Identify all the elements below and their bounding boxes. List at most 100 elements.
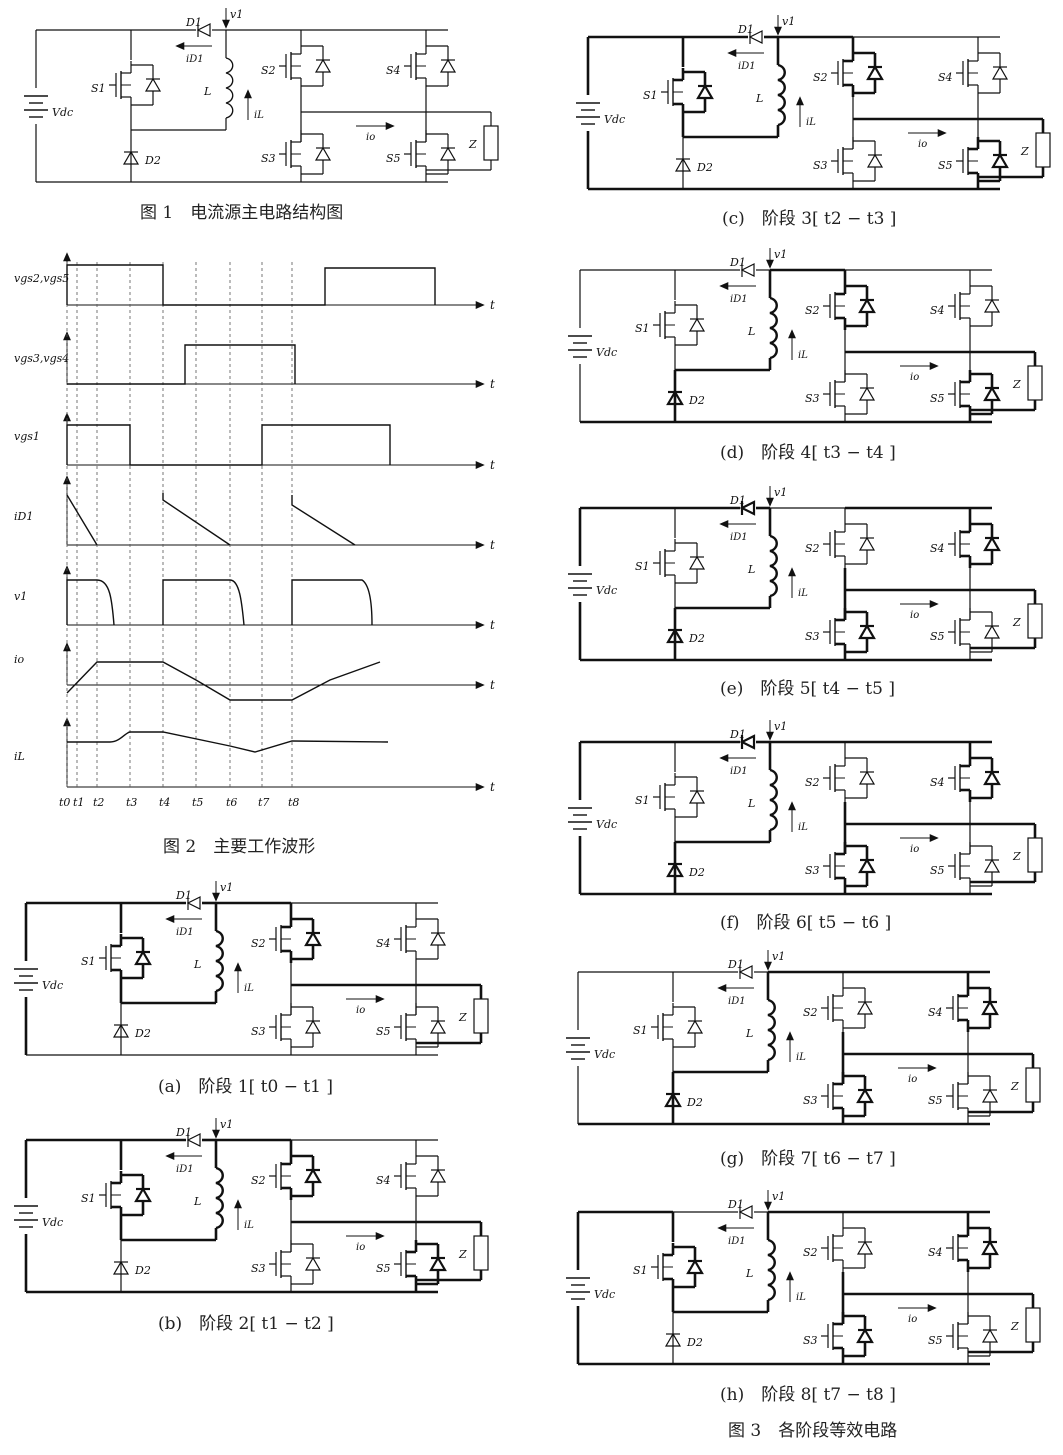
il-label: iL [798, 822, 808, 833]
il-label: iL [796, 1052, 806, 1063]
vdc-label: Vdc [42, 1216, 63, 1229]
arrowhead-icon [212, 1129, 220, 1139]
t-axis-label: t [490, 618, 495, 632]
t-axis-label: t [490, 678, 495, 692]
load-z-icon [1027, 365, 1043, 401]
z-label: Z [1010, 1320, 1019, 1333]
time-tick-label: t4 [159, 796, 170, 809]
s3-mosfet-icon [269, 1003, 322, 1051]
s3-label: S3 [251, 1025, 266, 1038]
d1-diode-icon [739, 500, 756, 516]
arrowhead-icon [788, 801, 796, 811]
d1-diode-icon [740, 263, 755, 277]
d2-label: D2 [688, 632, 705, 645]
vdc-label: Vdc [52, 106, 73, 119]
s2-label: S2 [803, 1246, 818, 1259]
v1-label: v1 [782, 15, 795, 28]
io-label: io [908, 1314, 917, 1325]
s3-mosfet-icon [823, 370, 876, 418]
arrowhead-icon [63, 252, 71, 262]
arrowhead-icon [234, 1199, 242, 1209]
arrowhead-icon [212, 892, 220, 902]
z-label: Z [1012, 616, 1021, 629]
time-tick-label: t7 [258, 796, 269, 809]
signal-label: vgs1 [14, 430, 40, 443]
s1-label: S1 [81, 1192, 96, 1205]
s3-mosfet-icon [269, 1240, 322, 1288]
il-label: iL [798, 350, 808, 361]
d2-label: D2 [134, 1027, 151, 1040]
s4-label: S4 [930, 542, 945, 555]
s2-label: S2 [805, 776, 820, 789]
fig1-caption: 图 1 电流源主电路结构图 [140, 203, 344, 223]
d1-diode-icon [186, 896, 201, 910]
arrowhead-icon [222, 19, 230, 29]
arrowhead-icon [719, 282, 729, 290]
arrowhead-icon [375, 995, 385, 1003]
s4-label: S4 [376, 937, 391, 950]
il-label: iL [244, 983, 254, 994]
s5-mosfet-icon [948, 842, 1001, 890]
d2-label: D2 [686, 1336, 703, 1349]
s5-mosfet-icon [948, 370, 1001, 418]
arrowhead-icon [786, 1031, 794, 1041]
s3-label: S3 [251, 1262, 266, 1275]
load-z-icon [1027, 603, 1043, 639]
arrowhead-icon [929, 600, 939, 608]
arrowhead-icon [764, 1201, 772, 1211]
s3-mosfet-icon [831, 137, 884, 185]
t-axis-label: t [490, 780, 495, 794]
fig3a-caption: (a) 阶段 1[ t0 − t1 ] [158, 1077, 334, 1097]
d1-diode-icon [186, 1133, 201, 1147]
s4-label: S4 [930, 776, 945, 789]
d2-diode-icon [666, 861, 684, 878]
s2-mosfet-icon [821, 984, 874, 1032]
fig3d-caption: (d) 阶段 4[ t3 − t4 ] [720, 443, 896, 463]
load-z-icon [1025, 1307, 1041, 1343]
signal-label: vgs2,vgs5 [14, 272, 69, 285]
v1-label: v1 [230, 8, 243, 21]
l-label: L [755, 92, 763, 105]
d1-label: D1 [175, 889, 192, 902]
vdc-label: Vdc [42, 979, 63, 992]
s4-label: S4 [386, 64, 401, 77]
d2-diode-icon [122, 150, 140, 165]
d2-label: D2 [686, 1096, 703, 1109]
signal-label: vgs3,vgs4 [14, 352, 69, 365]
d1-label: D1 [737, 23, 754, 36]
s1-label: S1 [81, 955, 96, 968]
s1-mosfet-icon [651, 1003, 704, 1051]
s4-label: S4 [928, 1246, 943, 1259]
inductor-icon [215, 929, 224, 993]
load-z-icon [483, 125, 499, 161]
arrowhead-icon [766, 731, 774, 741]
vdc-label: Vdc [596, 346, 617, 359]
v1-wave [66, 579, 373, 626]
fig3c-caption: (c) 阶段 3[ t2 − t3 ] [722, 209, 897, 229]
il-label: iL [796, 1292, 806, 1303]
v1-label: v1 [220, 1118, 233, 1131]
t-axis-label: t [490, 298, 495, 312]
z-label: Z [458, 1011, 467, 1024]
v1-label: v1 [774, 720, 787, 733]
l-label: L [747, 797, 755, 810]
arrowhead-icon [475, 541, 485, 549]
fig3-caption: 图 3 各阶段等效电路 [728, 1421, 898, 1441]
arrowhead-icon [165, 915, 175, 923]
d2-diode-icon [666, 627, 684, 644]
s2-mosfet-icon [831, 49, 884, 97]
fig3g-caption: (g) 阶段 7[ t6 − t7 ] [720, 1149, 896, 1169]
io-label: io [910, 844, 919, 855]
s2-label: S2 [803, 1006, 818, 1019]
arrowhead-icon [475, 380, 485, 388]
s5-mosfet-icon [946, 1072, 999, 1120]
s1-label: S1 [633, 1264, 648, 1277]
s4-mosfet-icon [404, 42, 457, 90]
d2-diode-icon [664, 1332, 682, 1347]
s1-mosfet-icon [653, 301, 706, 349]
s4-label: S4 [376, 1174, 391, 1187]
s4-mosfet-icon [948, 282, 1001, 330]
s4-mosfet-icon [394, 915, 447, 963]
d2-diode-icon [664, 1091, 682, 1108]
